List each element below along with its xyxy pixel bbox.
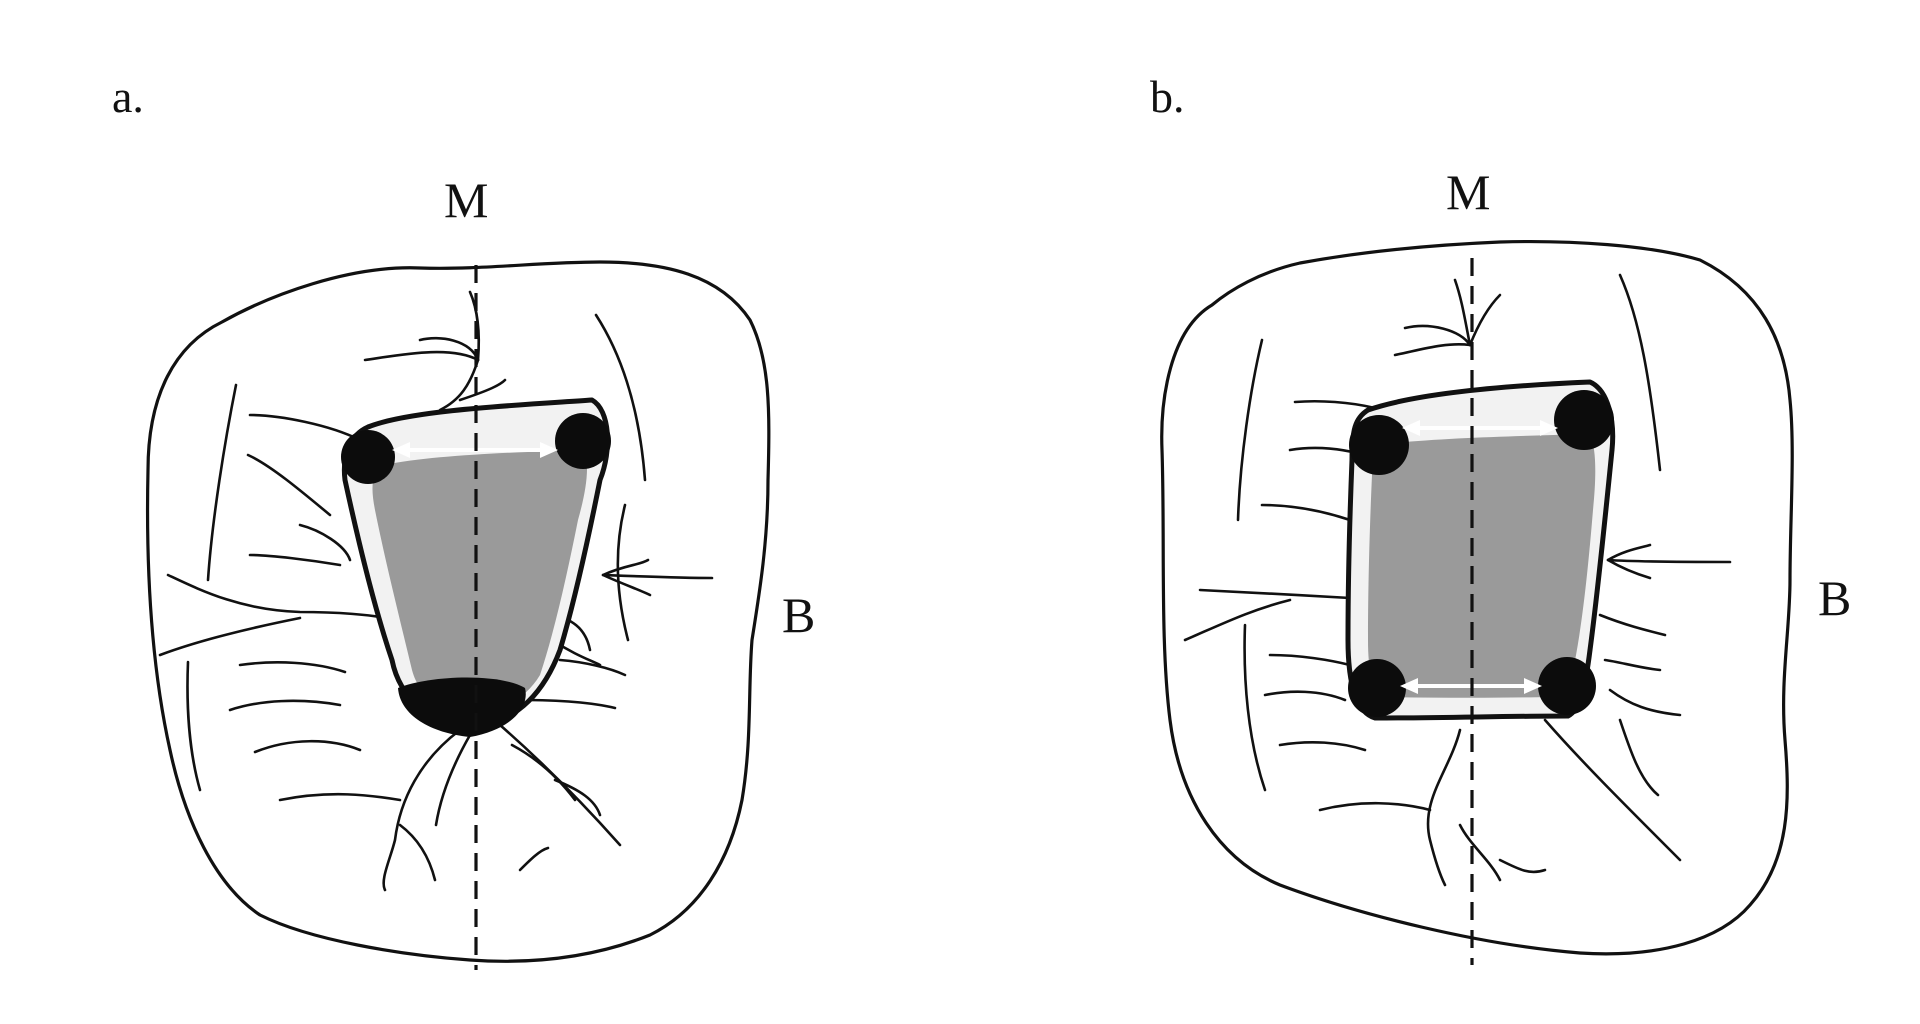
panel-a-cavity-floor <box>372 450 588 714</box>
panel-b-label: b. <box>1150 71 1185 122</box>
panel-b-retention-point-mesial-top <box>1349 415 1409 475</box>
panel-a-mesial-label: M <box>444 172 488 228</box>
panel-a-buccal-label: B <box>782 587 815 643</box>
panel-a-retention-point-distal <box>398 677 526 737</box>
panel-b-fissures <box>1183 273 1732 887</box>
panel-b-tooth-outline <box>1160 239 1794 956</box>
panel-b-retention-point-mesial-bottom <box>1348 659 1406 717</box>
panel-a-tooth-outline <box>145 260 771 963</box>
panel-b-buccal-label: B <box>1818 570 1851 626</box>
panel-a-fissures <box>158 290 714 892</box>
panel-b-retention-point-buccal-bottom <box>1538 657 1596 715</box>
panel-a-retention-point-mesial <box>341 430 395 484</box>
panel-b: b. M B <box>1150 71 1851 965</box>
panel-a: a. M B <box>112 71 815 970</box>
panel-b-retention-point-buccal-top <box>1554 390 1614 450</box>
panel-b-cavity-floor <box>1368 434 1596 698</box>
panel-a-retention-point-buccal <box>555 413 611 469</box>
panel-b-mesial-label: M <box>1446 164 1490 220</box>
panel-a-label: a. <box>112 71 144 122</box>
panel-b-width-arrow-top <box>1402 420 1558 436</box>
